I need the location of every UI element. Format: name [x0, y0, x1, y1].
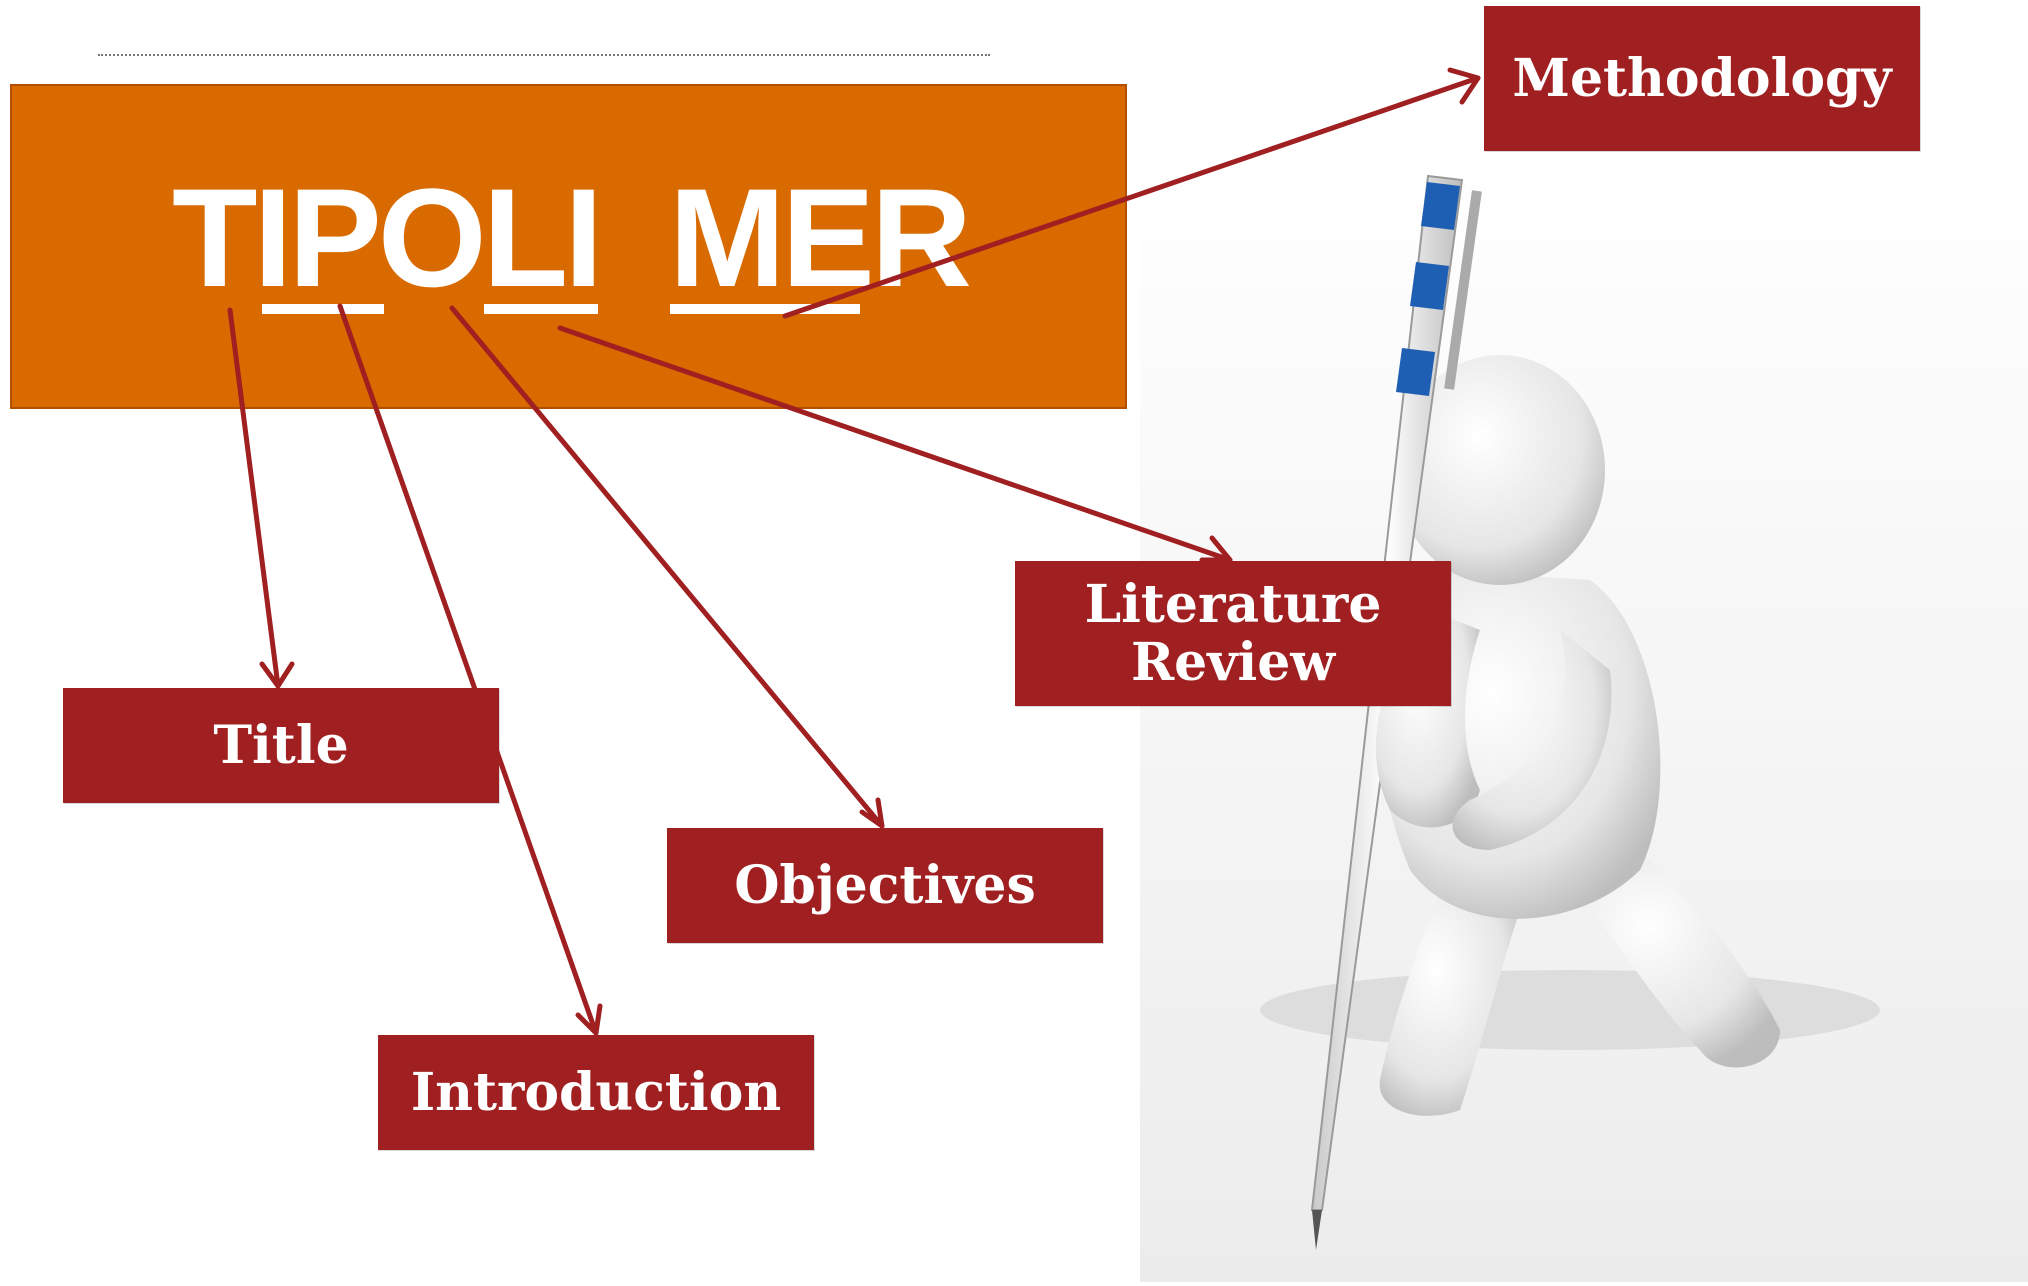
label-objectives: Objectives — [667, 828, 1103, 943]
dotted-divider — [98, 54, 990, 56]
underline-me — [670, 304, 860, 314]
label-title: Title — [63, 688, 499, 803]
person-holding-pen-icon — [1140, 150, 2028, 1282]
label-introduction: Introduction — [378, 1035, 814, 1150]
label-literature-review: Literature Review — [1015, 561, 1451, 706]
underline-li — [484, 304, 598, 314]
acronym-text: TIPOLI MER — [172, 159, 972, 316]
arrow-to-introduction — [337, 303, 599, 1036]
underline-ip — [262, 304, 384, 314]
label-methodology: Methodology — [1484, 6, 1920, 151]
